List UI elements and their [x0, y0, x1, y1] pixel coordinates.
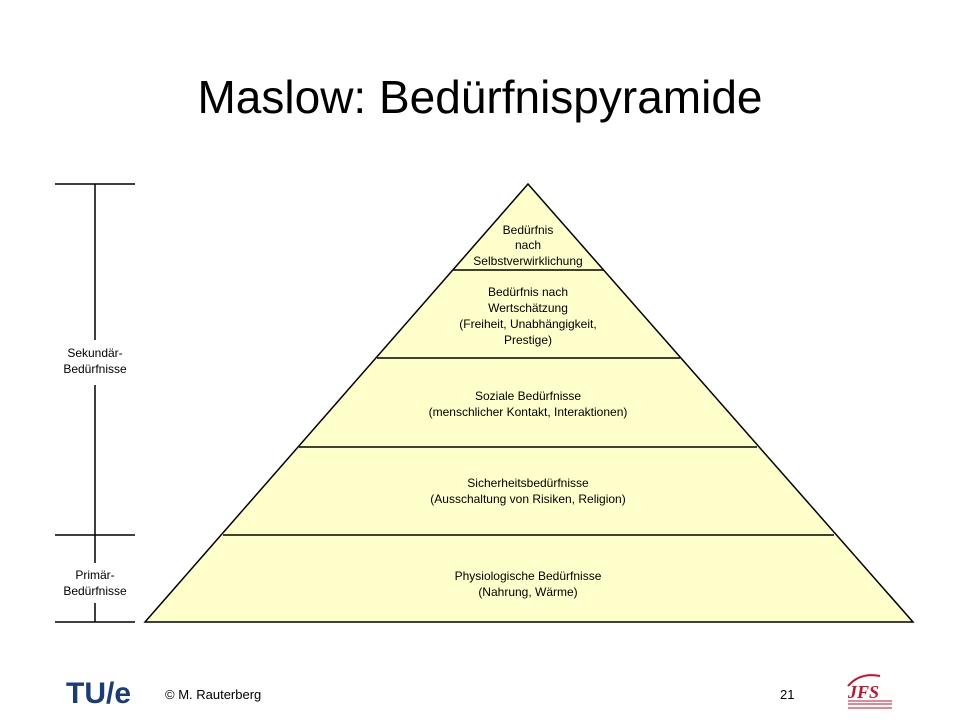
level-text: (Freiheit, Unabhängigkeit, [459, 317, 596, 331]
jfs-logo-text: JFS [847, 682, 879, 702]
tue-logo: TU/e [66, 677, 131, 710]
level-text: Soziale Bedürfnisse [475, 389, 581, 403]
level-text: Bedürfnis [503, 223, 554, 237]
level-text: Prestige) [504, 333, 552, 347]
tue-logo-text: TU/e [66, 677, 131, 710]
jfs-logo: JFS [847, 674, 892, 709]
level-text: Selbstverwirklichung [473, 254, 582, 268]
page-number: 21 [780, 687, 795, 702]
level-text: nach [515, 238, 541, 252]
slide-title: Maslow: Bedürfnispyramide [197, 71, 763, 123]
bracket-label-line: Primär- [75, 568, 114, 582]
level-text: Bedürfnis nach [488, 285, 568, 299]
pyramid-level-physiological: Physiologische Bedürfnisse (Nahrung, Wär… [455, 569, 602, 599]
bracket-label-line: Bedürfnisse [63, 362, 127, 376]
copyright-text: © M. Rauterberg [165, 687, 262, 702]
pyramid-level-self-actualization: Bedürfnis nach Selbstverwirklichung [473, 223, 582, 268]
level-text: (Nahrung, Wärme) [478, 585, 577, 599]
bracket-label-line: Bedürfnisse [63, 584, 127, 598]
pyramid-level-safety: Sicherheitsbedürfnisse (Ausschaltung von… [430, 476, 625, 506]
bracket-label-primary: Primär- Bedürfnisse [63, 568, 127, 598]
bracket-label-secondary: Sekundär- Bedürfnisse [63, 346, 127, 376]
level-text: (Ausschaltung von Risiken, Religion) [430, 492, 625, 506]
bracket-label-line: Sekundär- [67, 346, 122, 360]
level-text: Wertschätzung [488, 301, 568, 315]
side-bracket [55, 183, 135, 623]
pyramid-shape [143, 182, 915, 623]
level-text: (menschlicher Kontakt, Interaktionen) [429, 405, 628, 419]
pyramid-level-social: Soziale Bedürfnisse (menschlicher Kontak… [429, 389, 628, 419]
level-text: Sicherheitsbedürfnisse [467, 476, 589, 490]
pyramid-level-esteem: Bedürfnis nach Wertschätzung (Freiheit, … [459, 285, 596, 347]
level-text: Physiologische Bedürfnisse [455, 569, 602, 583]
